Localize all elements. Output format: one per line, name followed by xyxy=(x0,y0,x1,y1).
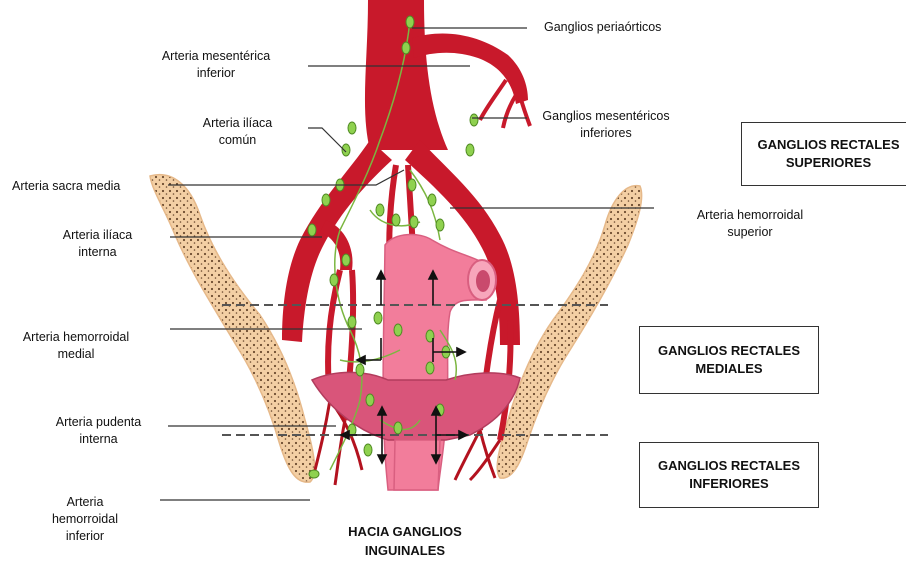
label-ganglios-mesentericos-inferiores: Ganglios mesentéricos inferiores xyxy=(536,108,676,142)
label-arteria-hemorroidal-medial: Arteria hemorroidal medial xyxy=(6,329,146,363)
anal-canal xyxy=(394,440,440,490)
label-arteria-mesenterica-inferior: Arteria mesentérica inferior xyxy=(146,48,286,82)
label-arteria-hemorroidal-superior: Arteria hemorroidal superior xyxy=(680,207,820,241)
label-arteria-pudenta-interna: Arteria pudenta interna xyxy=(36,414,161,448)
box-ganglios-rectales-mediales: GANGLIOS RECTALES MEDIALES xyxy=(639,326,819,394)
label-arteria-hemorroidal-inferior: Arteria hemorroidal inferior xyxy=(30,494,140,545)
label-arteria-sacra-media: Arteria sacra media xyxy=(12,178,120,195)
label-arteria-iliaca-comun: Arteria ilíaca común xyxy=(180,115,295,149)
caption-hacia-ganglios-inguinales: HACIA GANGLIOS INGUINALES xyxy=(320,522,490,560)
label-arteria-iliaca-interna: Arteria ilíaca interna xyxy=(40,227,155,261)
box-ganglios-rectales-inferiores: GANGLIOS RECTALES INFERIORES xyxy=(639,442,819,508)
rectum-opening-inner xyxy=(476,270,490,292)
box-ganglios-rectales-superiores: GANGLIOS RECTALES SUPERIORES xyxy=(741,122,906,186)
label-ganglios-periaorticos: Ganglios periaórticos xyxy=(544,19,661,36)
